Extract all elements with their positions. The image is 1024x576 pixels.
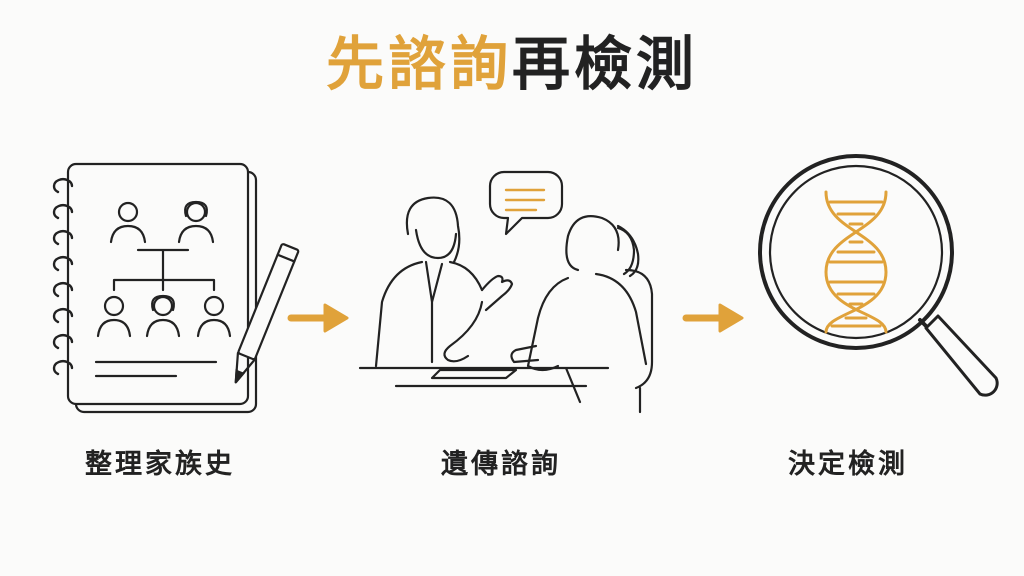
counseling-conversation-icon [358, 170, 654, 414]
family-tree-notebook-icon [52, 162, 300, 414]
step-label-decide-testing: 決定檢測 [788, 449, 908, 480]
step-decide-testing: 決定檢測 [708, 150, 1008, 480]
dna-magnifier-icon [758, 154, 999, 397]
step-family-history: 整理家族史 [10, 150, 310, 480]
arrow-right-icon [287, 303, 349, 333]
page-title: 先諮詢再檢測 [0, 28, 1024, 100]
title-accent: 先諮詢 [325, 30, 512, 98]
step-label-genetic-counseling: 遺傳諮詢 [441, 449, 561, 480]
title-dark: 再檢測 [512, 30, 699, 98]
arrow-right-icon [682, 303, 744, 333]
step-genetic-counseling: 遺傳諮詢 [356, 150, 656, 480]
step-label-family-history: 整理家族史 [85, 449, 235, 480]
